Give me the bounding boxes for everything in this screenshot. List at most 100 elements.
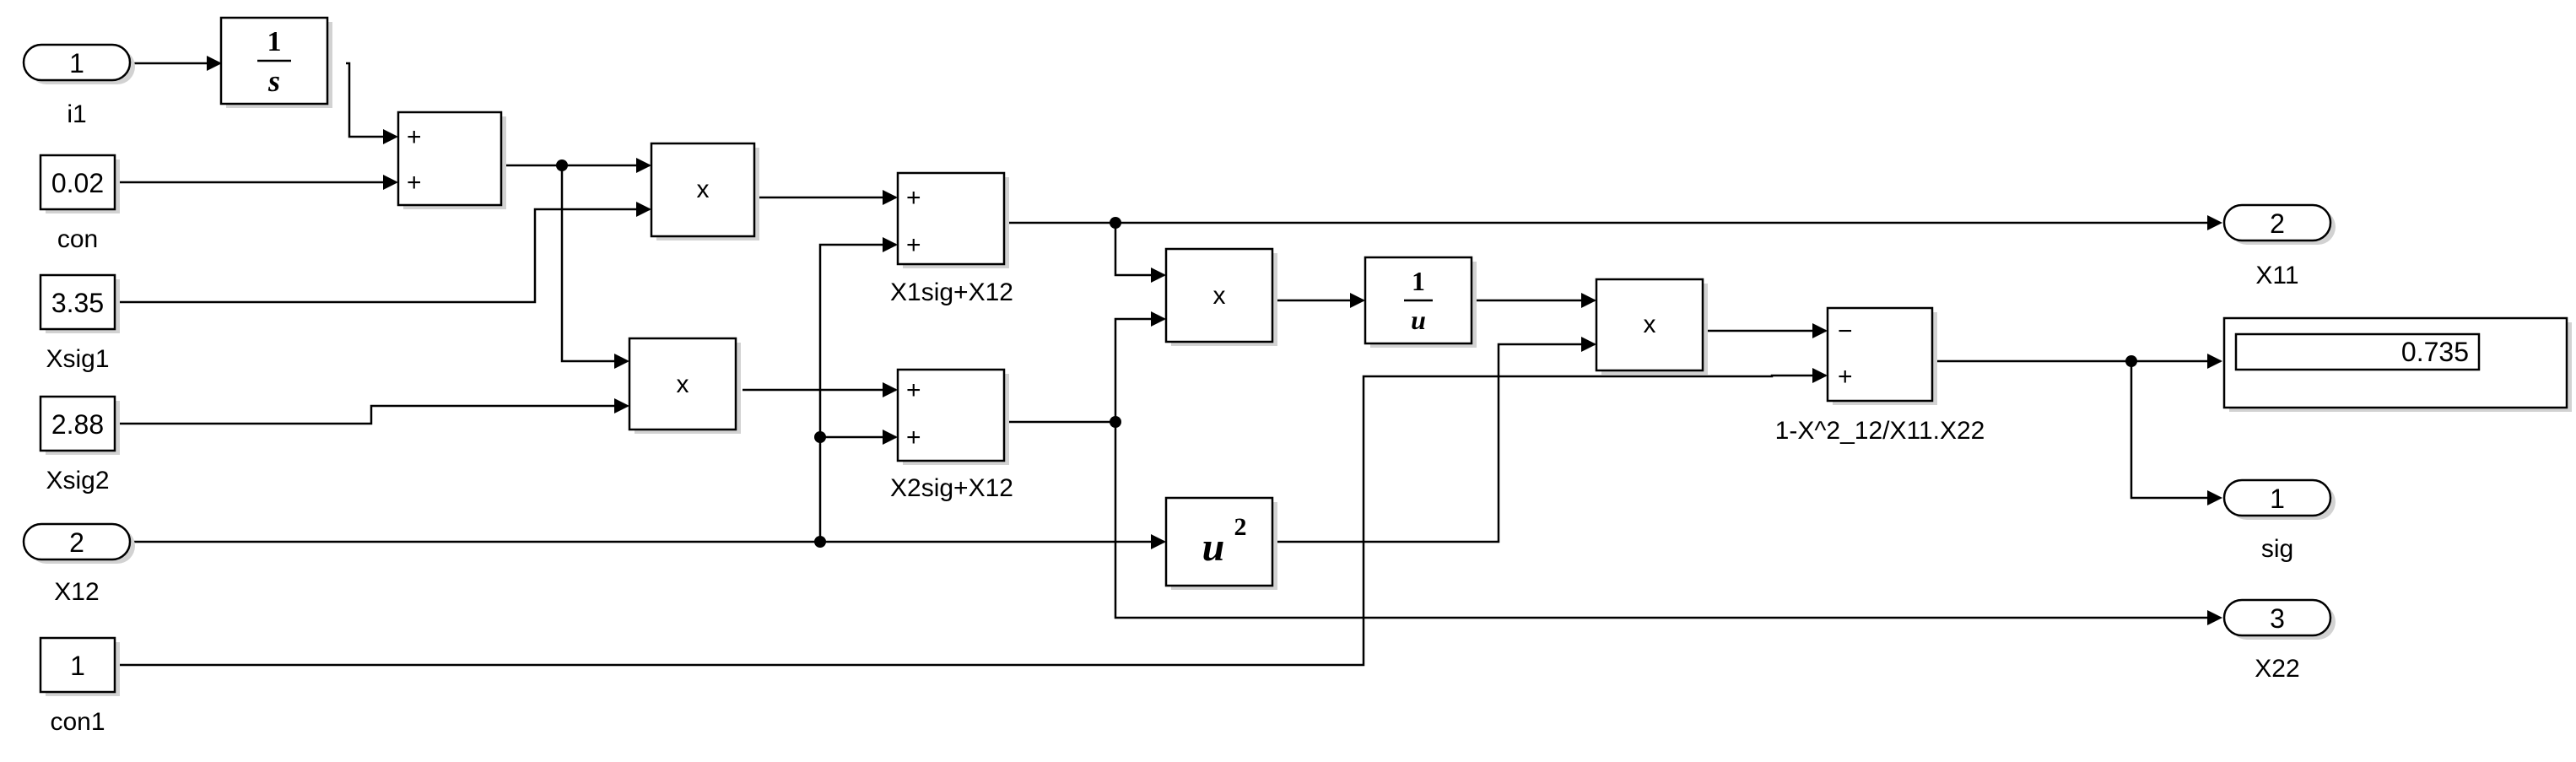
reciprocal-block[interactable]: 1 u [1364,256,1477,348]
product2-shape [628,337,737,431]
arrow-display-in [2207,354,2222,369]
product2-block[interactable]: x [628,337,741,434]
junctions [556,159,2137,548]
sum-x1sig-label: X1sig+X12 [890,278,1013,306]
square-exponent: 2 [1234,513,1247,541]
wire-sumx2-x22[interactable] [1008,420,2219,619]
sum-final-shape [1826,306,1934,403]
junction-sumfinal-output [2125,355,2137,367]
sum-x2sig-block[interactable]: + + X2sig+X12 [890,368,1013,502]
product1-block[interactable]: x [650,142,759,240]
square-shape [1164,496,1274,587]
display-value-box [2234,332,2481,371]
outport-x22[interactable]: 3 X22 [2222,598,2336,683]
constant-xsig1-shape [39,273,116,331]
inport-x12-shape [22,522,132,561]
outport-x22-number: 3 [2270,603,2285,634]
arrow-product3-in1 [1151,268,1166,283]
junction-x12-main [814,536,826,548]
arrow-sumx1-in2 [883,237,898,252]
constant-xsig1-value: 3.35 [51,288,104,318]
arrow-sumx1-in1 [883,190,898,205]
product2-symbol: x [677,370,689,398]
constant-xsig2-label: Xsig2 [46,467,109,494]
sum-final-sign1: − [1838,317,1853,345]
square-block[interactable]: u 2 [1164,496,1277,590]
constant-con-shape [39,154,116,211]
integrator-block[interactable]: 1 s [219,16,332,108]
wire-square-product4[interactable] [1276,343,1595,543]
constant-xsig2-shape [39,395,116,452]
sum-final-block[interactable]: − + 1-X^2_12/X11.X22 [1775,306,1985,445]
arrow-product4-in2 [1581,337,1596,352]
sum-x1sig-sign1: + [906,184,921,212]
outport-sig-number: 1 [2270,484,2285,514]
wire-xsig1-product1[interactable] [118,208,650,304]
inport-x12-label: X12 [54,578,99,606]
product4-block[interactable]: x [1595,278,1708,375]
product4-symbol: x [1644,311,1656,338]
sum-top-sign2: + [407,169,422,197]
wire-sumfinal-sig[interactable] [2130,361,2219,500]
outport-x11-shape [2222,203,2332,242]
reciprocal-numerator: 1 [1412,266,1425,296]
constant-con-label: con [57,225,98,253]
constant-con1-shape [39,636,116,694]
junction-sumx1-output [1110,217,1121,229]
outport-sig[interactable]: 1 sig [2222,478,2336,563]
arrow-sumtop-in1 [383,129,398,144]
constant-xsig1[interactable]: 3.35 Xsig1 [39,273,120,373]
sum-x2sig-sign2: + [906,424,921,451]
arrow-product2-in2 [614,398,629,413]
inport-i1-shape [22,43,132,82]
outport-x11-label: X11 [2255,262,2298,289]
sum-top-sign1: + [407,123,422,151]
sum-x2sig-sign1: + [906,376,921,404]
constant-xsig1-label: Xsig1 [46,345,109,373]
arrow-reciprocal-in [1350,293,1365,308]
wire-integrator-sum[interactable] [346,62,388,138]
constant-xsig2-value: 2.88 [51,409,104,440]
inport-x12-number: 2 [69,527,84,558]
product3-block[interactable]: x [1164,247,1277,346]
inport-i1[interactable]: 1 i1 [22,43,135,128]
arrow-sumfinal-in1 [1812,323,1828,338]
sum-x1sig-block[interactable]: + + X1sig+X12 [890,171,1013,306]
outport-x11[interactable]: 2 X11 [2222,203,2336,289]
arrow-x11-in [2207,215,2222,230]
wire-xsig2-product2[interactable] [118,404,626,425]
outport-x22-shape [2222,598,2332,637]
inport-i1-number: 1 [69,48,84,78]
constant-con-value: 0.02 [51,168,104,198]
arrow-product3-in2 [1151,311,1166,327]
wire-branch-product2[interactable] [560,165,626,363]
arrow-product1-in2 [636,202,651,217]
sum-final-label: 1-X^2_12/X11.X22 [1775,417,1985,445]
product1-symbol: x [697,176,710,203]
arrow-sumx2-in1 [883,382,898,397]
sum-x2sig-shape [896,368,1006,462]
product4-shape [1595,278,1704,372]
constant-con1[interactable]: 1 con1 [39,636,120,736]
arrow-sumfinal-in2 [1812,368,1828,383]
arrow-sumtop-in2 [383,175,398,190]
arrow-product4-in1 [1581,293,1596,308]
sum-x1sig-shape [896,171,1006,266]
wire-con1-sumfinal[interactable] [118,374,1826,667]
arrow-product2-in1 [614,354,629,369]
constant-xsig2[interactable]: 2.88 Xsig2 [39,395,120,494]
display-block[interactable]: 0.735 [2222,316,2572,412]
sum-top-block[interactable]: + + [397,111,506,209]
arrow-sig-in [2207,490,2222,505]
constant-con[interactable]: 0.02 con [39,154,120,253]
inport-x12[interactable]: 2 X12 [22,522,135,606]
junction-x12-sumx2 [814,431,826,443]
wire-sumx2-product3[interactable] [1114,317,1164,422]
junction-sumx2-output [1110,416,1121,428]
wire-sumx1-product3[interactable] [1114,223,1164,277]
junction-sum-output [556,159,568,171]
sum-x1sig-sign2: + [906,231,921,259]
reciprocal-denominator: u [1411,305,1426,335]
constant-con1-value: 1 [70,651,85,681]
